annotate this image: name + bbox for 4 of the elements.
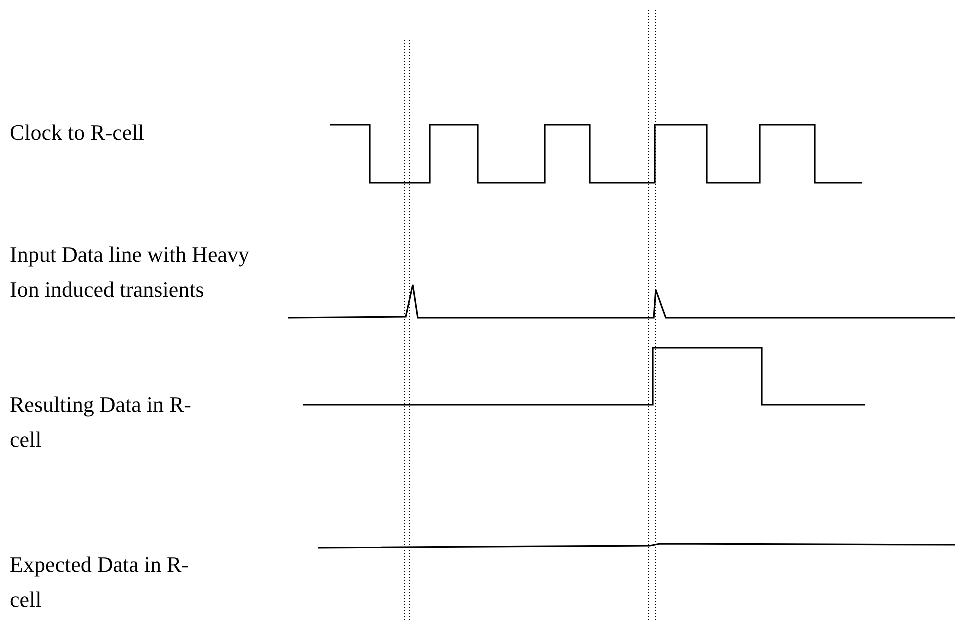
signal-label: Expected Data in R-cell <box>10 551 190 614</box>
signal-label: Clock to R-cell <box>10 119 146 147</box>
signal-label: Resulting Data in R-cell <box>10 391 192 454</box>
signal-label: Input Data line with Heavy Ion induced transients <box>10 241 250 304</box>
